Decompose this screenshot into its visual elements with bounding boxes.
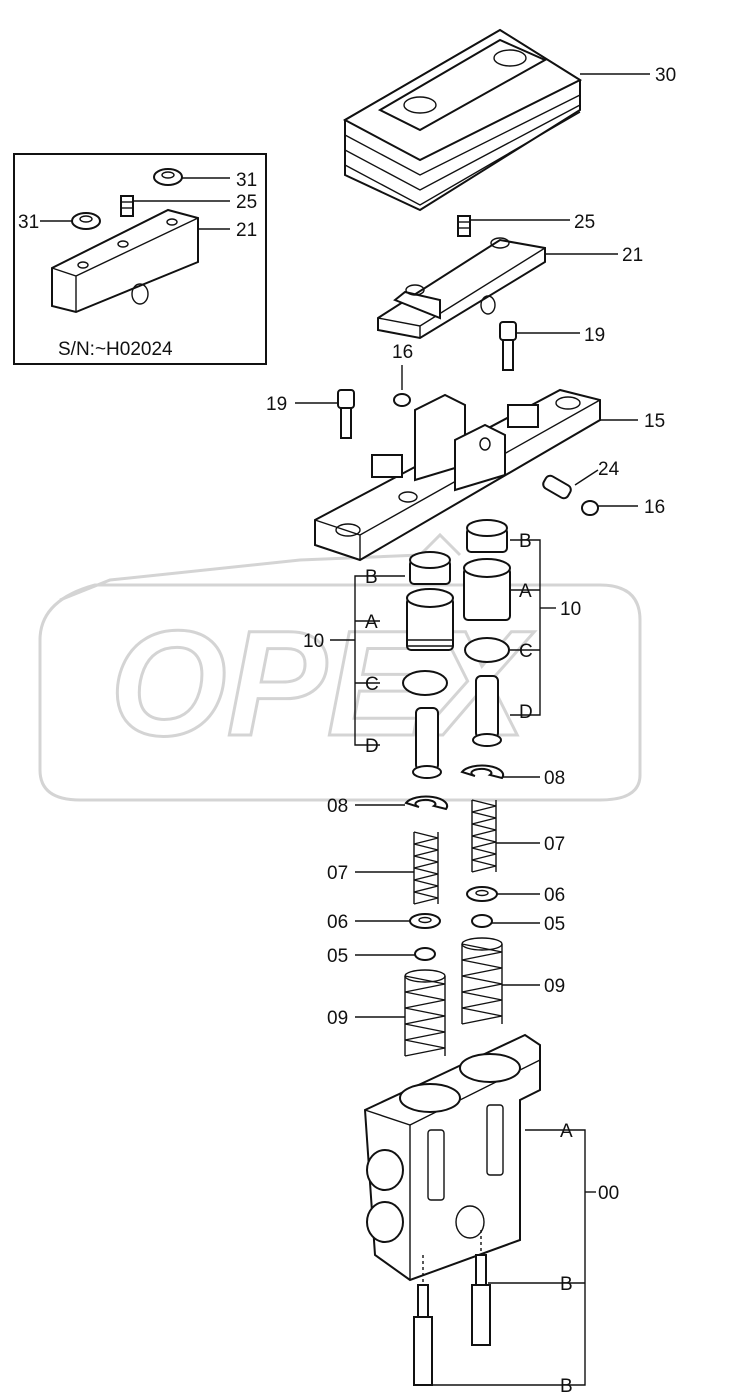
bracket-icon	[377, 215, 546, 340]
label-A: A	[560, 1121, 573, 1142]
cap-icon	[466, 519, 508, 553]
callout-05: 05	[327, 946, 348, 967]
label-A: A	[365, 612, 378, 633]
callout-07: 07	[544, 834, 565, 855]
spring-icon	[413, 831, 439, 905]
washer-icon	[153, 168, 183, 186]
watermark-text: OPEX	[110, 599, 535, 767]
plunger-icon	[472, 675, 502, 747]
callout-31: 31	[18, 212, 39, 233]
label-D: D	[519, 702, 533, 723]
ring-icon	[581, 500, 599, 516]
bolt-icon	[499, 321, 517, 371]
plunger-icon	[412, 707, 442, 779]
washer-icon	[471, 914, 493, 928]
spring-icon	[471, 799, 497, 873]
serial-number-note: S/N:~H02024	[58, 339, 173, 360]
cap-icon	[409, 551, 451, 585]
label-C: C	[365, 674, 379, 695]
callout-10: 10	[303, 631, 324, 652]
callout-19: 19	[266, 394, 287, 415]
pushrod-icon	[413, 1255, 433, 1386]
callout-30: 30	[655, 65, 676, 86]
guide-icon	[406, 588, 454, 651]
callout-09: 09	[327, 1008, 348, 1029]
callout-06: 06	[327, 912, 348, 933]
callout-06: 06	[544, 885, 565, 906]
ring-icon	[393, 393, 411, 407]
label-C: C	[519, 641, 533, 662]
washer-icon	[414, 947, 436, 961]
callout-08: 08	[327, 796, 348, 817]
callout-08: 08	[544, 768, 565, 789]
callout-31: 31	[236, 170, 257, 191]
washer-icon	[466, 886, 498, 902]
set-screw-icon	[457, 215, 471, 237]
callout-09: 09	[544, 976, 565, 997]
callout-24: 24	[598, 459, 620, 480]
callout-16: 16	[644, 497, 665, 518]
callout-00: 00	[598, 1183, 619, 1204]
set-screw-icon	[120, 195, 134, 217]
spring-icon	[404, 969, 446, 1057]
washer-icon	[409, 913, 441, 929]
callout-25: 25	[236, 192, 257, 213]
o-ring-icon	[464, 637, 510, 663]
callout-21: 21	[236, 220, 257, 241]
pin-icon	[542, 474, 572, 500]
guide-icon	[463, 558, 511, 621]
boot-icon	[342, 28, 583, 212]
watermark-logo: OPEX	[38, 532, 642, 802]
callout-21: 21	[622, 245, 643, 266]
callout-16: 16	[392, 342, 413, 363]
callout-15: 15	[644, 411, 665, 432]
label-B: B	[560, 1376, 573, 1397]
spring-icon	[461, 937, 503, 1025]
label-B: B	[519, 531, 532, 552]
inset-box: 31 25 31 21 S/N:~H02024	[13, 153, 267, 365]
callout-19: 19	[584, 325, 605, 346]
clip-icon	[460, 764, 505, 780]
bolt-icon	[337, 389, 355, 439]
o-ring-icon	[402, 670, 448, 696]
pushrod-icon	[471, 1230, 491, 1346]
callout-10: 10	[560, 599, 581, 620]
label-B: B	[560, 1274, 573, 1295]
base-plate-icon	[314, 388, 601, 562]
label-D: D	[365, 736, 379, 757]
valve-body-icon	[363, 1033, 541, 1282]
callout-05: 05	[544, 914, 565, 935]
callout-07: 07	[327, 863, 348, 884]
callout-25: 25	[574, 212, 595, 233]
clip-icon	[404, 795, 449, 811]
label-B: B	[365, 567, 378, 588]
label-A: A	[519, 581, 532, 602]
